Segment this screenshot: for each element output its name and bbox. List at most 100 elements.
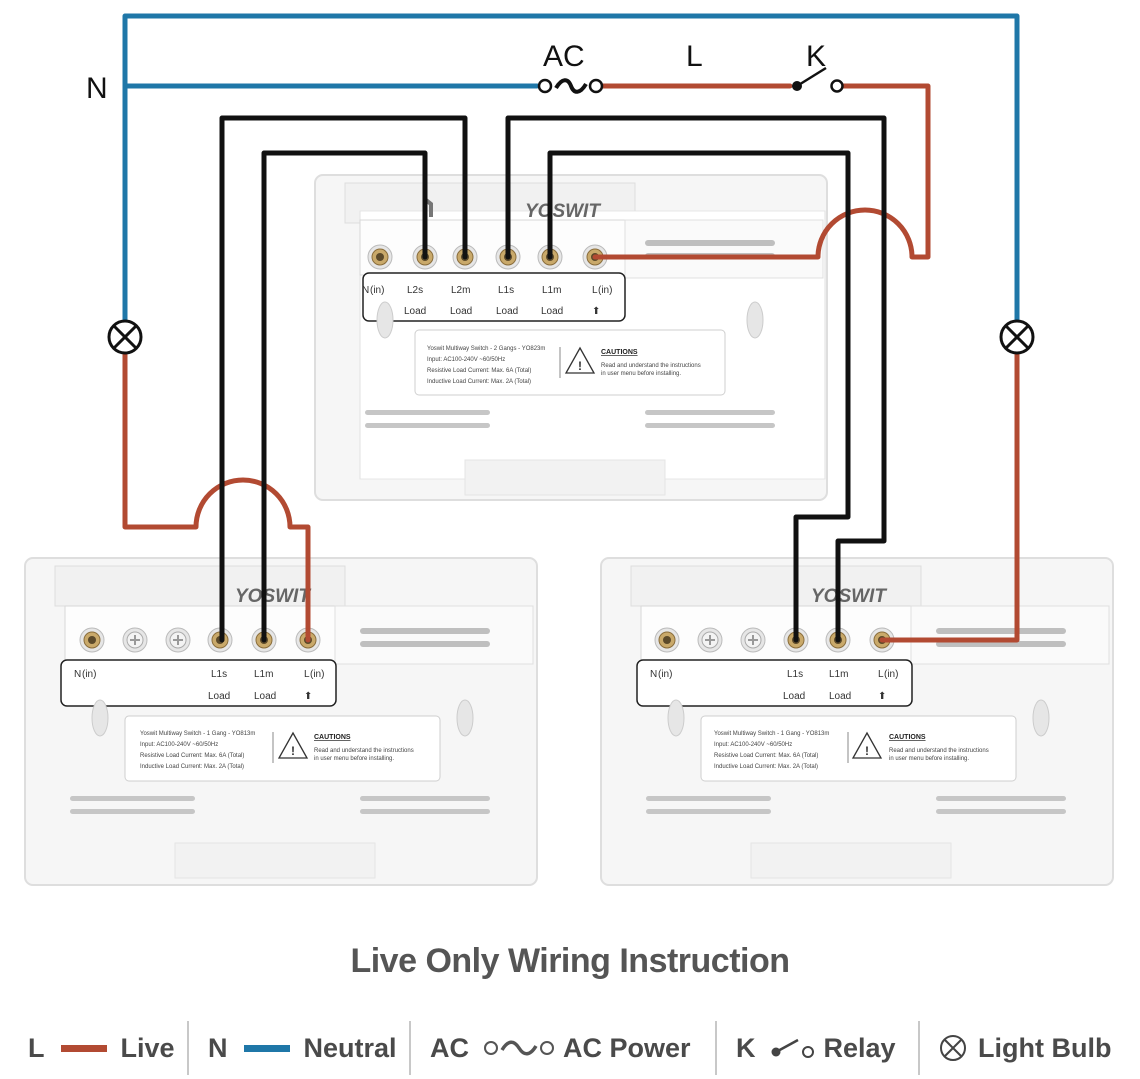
svg-text:!: ! bbox=[578, 359, 582, 373]
legend-item-neutral: N Neutral bbox=[208, 1018, 397, 1078]
svg-text:Load: Load bbox=[450, 306, 472, 317]
legend-label-ac: AC Power bbox=[563, 1032, 691, 1063]
svg-text:L1m: L1m bbox=[829, 669, 848, 680]
svg-text:Load: Load bbox=[208, 691, 230, 702]
wiring-diagram: YOSWIT YOSWIT YOS bbox=[24, 13, 1114, 886]
ac-source-icon bbox=[537, 78, 604, 94]
svg-text:Load: Load bbox=[783, 691, 805, 702]
legend-item-light-bulb: Light Bulb bbox=[938, 1018, 1111, 1078]
svg-text:L: L bbox=[304, 669, 310, 680]
spec-label-left: Yoswit Multiway Switch - 1 Gang - YO813m… bbox=[140, 731, 414, 770]
neutral-label: N bbox=[86, 72, 108, 105]
ac-source-icon bbox=[484, 1040, 554, 1056]
svg-text:L1s: L1s bbox=[211, 669, 227, 680]
warning-icon bbox=[851, 731, 883, 759]
relay-icon bbox=[792, 66, 844, 93]
svg-text:(in): (in) bbox=[884, 669, 898, 680]
svg-text:CAUTIONS: CAUTIONS bbox=[314, 734, 351, 741]
legend-key-neutral: N bbox=[208, 1032, 228, 1063]
svg-text:L: L bbox=[592, 285, 598, 296]
svg-text:Inductive Load Current: Max. 2: Inductive Load Current: Max. 2A (Total) bbox=[714, 764, 818, 770]
svg-text:(in): (in) bbox=[658, 669, 672, 680]
live-wire-left-lamp bbox=[122, 349, 311, 643]
svg-text:Yoswit Multiway Switch - 1 Gan: Yoswit Multiway Switch - 1 Gang - YO813m bbox=[140, 731, 255, 737]
svg-text:Read and understand the instru: Read and understand the instructions bbox=[889, 748, 989, 754]
svg-text:Load: Load bbox=[541, 306, 563, 317]
svg-text:Yoswit Multiway Switch - 2 Gan: Yoswit Multiway Switch - 2 Gangs - YO823… bbox=[427, 346, 545, 352]
neutral-wire bbox=[122, 13, 1020, 325]
live-wire-to-top bbox=[592, 83, 931, 260]
svg-text:Inductive Load Current: Max. 2: Inductive Load Current: Max. 2A (Total) bbox=[427, 379, 531, 385]
switch-top: YOSWIT bbox=[314, 174, 828, 501]
terminal-labels-right: N (in) L1s L1m L (in) Load Load ⬆ bbox=[650, 669, 898, 702]
svg-text:!: ! bbox=[865, 744, 869, 758]
switch-right: YOSWIT bbox=[600, 557, 1114, 886]
svg-text:Load: Load bbox=[829, 691, 851, 702]
svg-text:L: L bbox=[878, 669, 884, 680]
svg-text:Input: AC100-240V ~60/50Hz: Input: AC100-240V ~60/50Hz bbox=[714, 742, 792, 748]
svg-text:L1m: L1m bbox=[542, 285, 561, 296]
svg-text:Resistive Load Current: Max. 6: Resistive Load Current: Max. 6A (Total) bbox=[427, 368, 531, 374]
svg-text:N: N bbox=[74, 669, 81, 680]
svg-text:Read and understand the instru: Read and understand the instructions bbox=[601, 363, 701, 369]
svg-text:L1m: L1m bbox=[254, 669, 273, 680]
switch-left: YOSWIT bbox=[24, 557, 538, 886]
svg-text:⬆: ⬆ bbox=[878, 691, 886, 702]
light-bulb-icon bbox=[107, 319, 143, 355]
terminal-labels-top: N (in) L2s L2m L1s L1m L (in) Load Load … bbox=[362, 285, 612, 317]
svg-text:(in): (in) bbox=[310, 669, 324, 680]
svg-text:Resistive Load Current: Max. 6: Resistive Load Current: Max. 6A (Total) bbox=[714, 753, 818, 759]
svg-text:Input: AC100-240V ~60/50Hz: Input: AC100-240V ~60/50Hz bbox=[427, 357, 505, 363]
traveller-wire-2 bbox=[219, 115, 468, 643]
svg-text:Load: Load bbox=[404, 306, 426, 317]
light-bulb-icon bbox=[999, 319, 1035, 355]
legend-label-live: Live bbox=[120, 1032, 175, 1063]
neutral-wire-swatch-icon bbox=[243, 1044, 290, 1052]
svg-text:L1s: L1s bbox=[787, 669, 803, 680]
spec-label-top: Yoswit Multiway Switch - 2 Gangs - YO823… bbox=[427, 346, 701, 385]
live-label: L bbox=[686, 40, 703, 73]
legend-key-relay: K bbox=[736, 1032, 756, 1063]
svg-text:(in): (in) bbox=[598, 285, 612, 296]
svg-text:⬆: ⬆ bbox=[304, 691, 312, 702]
svg-text:CAUTIONS: CAUTIONS bbox=[601, 349, 638, 356]
svg-text:in user menu before installing: in user menu before installing. bbox=[314, 756, 394, 762]
svg-text:Load: Load bbox=[254, 691, 276, 702]
legend-label-relay: Relay bbox=[823, 1032, 896, 1063]
svg-text:Inductive Load Current: Max. 2: Inductive Load Current: Max. 2A (Total) bbox=[140, 764, 244, 770]
svg-text:L2m: L2m bbox=[451, 285, 470, 296]
diagram-title: Live Only Wiring Instruction bbox=[350, 942, 790, 980]
svg-text:Resistive Load Current: Max. 6: Resistive Load Current: Max. 6A (Total) bbox=[140, 753, 244, 759]
traveller-wire-4 bbox=[547, 150, 851, 643]
legend-item-relay: K Relay bbox=[736, 1018, 896, 1078]
legend: L Live N Neutral AC AC Power K Relay bbox=[0, 1018, 1140, 1078]
svg-text:Yoswit Multiway Switch - 1 Gan: Yoswit Multiway Switch - 1 Gang - YO813m bbox=[714, 731, 829, 737]
svg-text:!: ! bbox=[291, 744, 295, 758]
svg-text:N: N bbox=[362, 285, 369, 296]
svg-text:in user menu before installing: in user menu before installing. bbox=[889, 756, 969, 762]
svg-text:L1s: L1s bbox=[498, 285, 514, 296]
relay-icon bbox=[771, 1038, 814, 1058]
legend-label-neutral: Neutral bbox=[303, 1032, 397, 1063]
light-bulb-icon bbox=[940, 1035, 966, 1061]
warning-icon bbox=[277, 731, 309, 759]
relay-label: K bbox=[806, 40, 826, 73]
svg-text:Input: AC100-240V ~60/50Hz: Input: AC100-240V ~60/50Hz bbox=[140, 742, 218, 748]
brand-logo-top: YOSWIT bbox=[525, 201, 601, 222]
warning-icon bbox=[564, 346, 596, 374]
ac-label: AC bbox=[543, 40, 585, 73]
terminal-labels-left: N (in) L1s L1m L (in) Load Load ⬆ bbox=[74, 669, 324, 702]
svg-text:in user menu before installing: in user menu before installing. bbox=[601, 371, 681, 377]
spec-label-right: Yoswit Multiway Switch - 1 Gang - YO813m… bbox=[714, 731, 989, 770]
legend-item-live: L Live bbox=[28, 1018, 175, 1078]
legend-key-ac: AC bbox=[430, 1032, 469, 1063]
traveller-wire-1 bbox=[261, 150, 428, 643]
brand-logo-left: YOSWIT bbox=[235, 586, 311, 607]
svg-text:(in): (in) bbox=[370, 285, 384, 296]
legend-label-light-bulb: Light Bulb bbox=[978, 1032, 1112, 1063]
live-wire-swatch-icon bbox=[60, 1044, 107, 1052]
svg-text:L2s: L2s bbox=[407, 285, 423, 296]
svg-text:Load: Load bbox=[496, 306, 518, 317]
svg-text:CAUTIONS: CAUTIONS bbox=[889, 734, 926, 741]
brand-logo-right: YOSWIT bbox=[811, 586, 887, 607]
